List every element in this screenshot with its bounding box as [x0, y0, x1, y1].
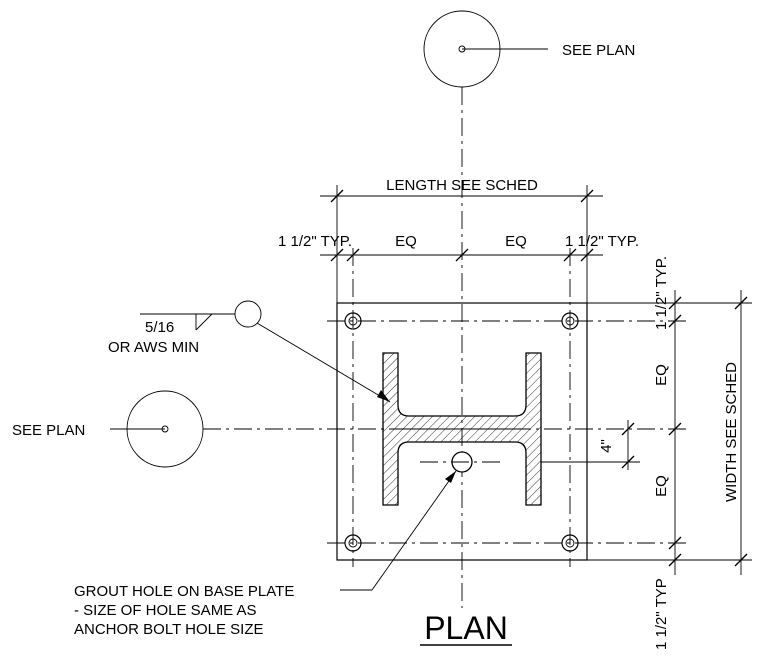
grout-note-line-2: - SIZE OF HOLE SAME AS [74, 602, 257, 619]
typ-left-label: 1 1/2" TYP. [278, 233, 352, 250]
see-plan-top-label: SEE PLAN [562, 42, 635, 59]
eq-right-label: EQ [505, 233, 527, 250]
grout-note-line-3: ANCHOR BOLT HOLE SIZE [74, 621, 264, 638]
typ-top-vertical-label: 1 1/2" TYP. [653, 256, 670, 330]
bolt-spacing-dimension-horizontal [320, 248, 603, 262]
grout-note-line-1: GROUT HOLE ON BASE PLATE [74, 583, 294, 600]
grid-bubble-top [423, 10, 548, 88]
wide-flange-column [382, 352, 542, 506]
anchor-bolt-top-right [561, 312, 579, 330]
weld-note-label: OR AWS MIN [108, 339, 199, 356]
eq-lower-label: EQ [653, 475, 670, 497]
bolt-spacing-dimension-vertical [587, 290, 690, 575]
anchor-bolt-bottom-left [344, 534, 362, 552]
grid-bubble-left [110, 390, 204, 468]
eq-upper-label: EQ [653, 364, 670, 386]
width-label: WIDTH SEE SCHED [723, 362, 740, 502]
grout-leader [340, 470, 457, 591]
see-plan-left-label: SEE PLAN [12, 422, 85, 439]
weld-size-label: 5/16 [145, 319, 174, 336]
bolt-centerlines [327, 248, 690, 567]
width-dimension [587, 290, 752, 575]
offset-dimension [541, 420, 640, 470]
anchor-bolt-top-left [344, 312, 362, 330]
eq-left-label: EQ [395, 233, 417, 250]
anchor-bolt-bottom-right [561, 534, 579, 552]
length-label: LENGTH SEE SCHED [386, 177, 538, 194]
drawing-title: PLAN [424, 610, 508, 646]
weld-symbol [140, 300, 391, 403]
offset-label: 4" [598, 439, 615, 453]
base-plate [336, 302, 588, 561]
length-dimension [320, 185, 603, 303]
typ-bottom-vertical-label: 1 1/2" TYP [653, 578, 670, 650]
typ-right-label: 1 1/2" TYP. [565, 233, 639, 250]
grout-hole [420, 451, 505, 473]
